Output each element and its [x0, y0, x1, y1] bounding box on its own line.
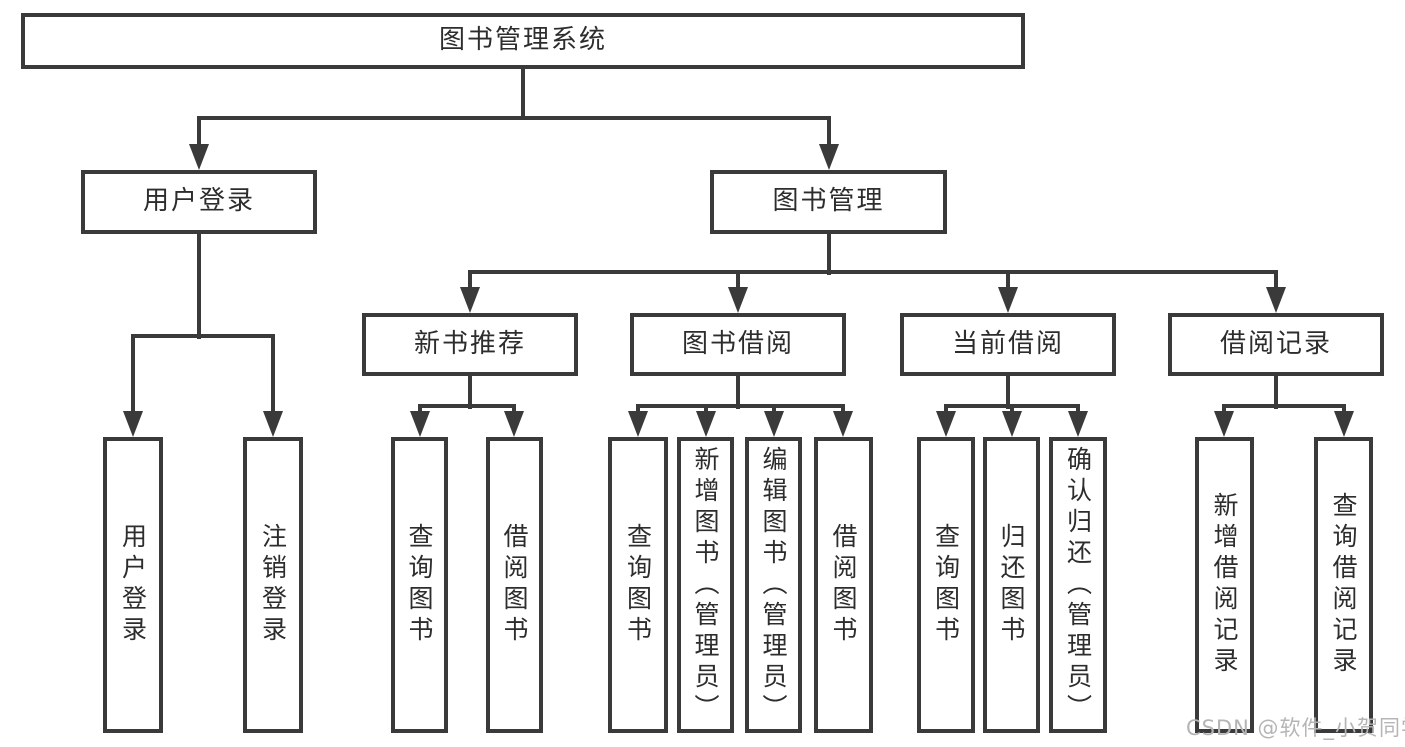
node-edit-book-admin: 编辑图书（管理员）	[745, 437, 802, 733]
connector-line	[1006, 270, 1010, 289]
connector-line	[131, 334, 135, 413]
connector-line	[1274, 270, 1278, 289]
connector-line	[468, 374, 472, 409]
connector-line	[944, 404, 948, 413]
arrow-down-icon	[764, 411, 784, 437]
node-query-books-recommend: 查询图书	[391, 437, 448, 733]
connector-line	[512, 404, 516, 413]
arrow-down-icon	[833, 411, 853, 437]
connector-line	[271, 334, 275, 413]
connector-line	[704, 404, 708, 413]
arrow-down-icon	[1334, 411, 1354, 437]
connector-line	[1342, 404, 1346, 413]
node-label: 归还图书	[997, 523, 1026, 647]
node-label: 查询图书	[931, 523, 961, 647]
node-user-login: 用户登录	[81, 170, 317, 234]
arrow-down-icon	[123, 411, 143, 437]
connector-line	[841, 404, 845, 413]
arrow-down-icon	[410, 411, 430, 437]
arrow-down-icon	[998, 287, 1018, 313]
arrow-down-icon	[263, 411, 283, 437]
arrow-down-icon	[696, 411, 716, 437]
connector-line	[1076, 404, 1080, 413]
node-label: 用户登录	[142, 186, 255, 217]
node-label: 注销登录	[258, 523, 288, 647]
node-label: 借阅图书	[500, 523, 529, 647]
node-label: 图书借阅	[681, 328, 794, 359]
node-book-management: 图书管理	[710, 170, 947, 234]
node-label: 用户登录	[118, 523, 148, 647]
arrow-down-icon	[1214, 411, 1234, 437]
node-book-borrowing: 图书借阅	[630, 313, 846, 376]
node-label: 查询图书	[405, 523, 434, 647]
connector-line	[636, 404, 640, 413]
watermark: CSDN @软件_小贺同学	[1186, 716, 1405, 740]
connector-line	[468, 270, 472, 289]
connector-line	[197, 116, 201, 146]
node-current-borrowing: 当前借阅	[900, 313, 1116, 376]
connector-line	[521, 67, 525, 120]
arrow-down-icon	[189, 144, 209, 170]
connector-line	[1010, 404, 1014, 413]
node-logout: 注销登录	[243, 437, 303, 733]
node-label: 新增借阅记录	[1210, 492, 1239, 678]
arrow-down-icon	[628, 411, 648, 437]
node-label: 确认归还（管理员）	[1063, 445, 1093, 725]
arrow-down-icon	[936, 411, 956, 437]
node-query-borrow-record: 查询借阅记录	[1314, 437, 1373, 733]
node-label: 借阅记录	[1219, 328, 1332, 359]
connector-line	[131, 334, 275, 338]
connector-line	[468, 270, 1278, 274]
connector-line	[1274, 374, 1278, 409]
arrow-down-icon	[728, 287, 748, 313]
node-add-borrow-record: 新增借阅记录	[1195, 437, 1254, 733]
connector-line	[418, 404, 516, 408]
node-add-book-admin: 新增图书（管理员）	[677, 437, 734, 733]
node-new-book-recommend: 新书推荐	[362, 313, 578, 376]
node-query-books-current: 查询图书	[917, 437, 975, 733]
node-query-books-borrowing: 查询图书	[608, 437, 668, 733]
node-label: 查询借阅记录	[1329, 492, 1358, 678]
node-label: 查询图书	[623, 523, 653, 647]
arrow-down-icon	[1068, 411, 1088, 437]
connector-line	[197, 232, 201, 339]
connector-line	[418, 404, 422, 413]
arrow-down-icon	[1002, 411, 1022, 437]
arrow-down-icon	[460, 287, 480, 313]
node-label: 图书管理系统	[438, 25, 607, 56]
node-label: 图书管理	[772, 186, 885, 217]
node-borrow-books-borrowing: 借阅图书	[814, 437, 873, 733]
arrow-down-icon	[504, 411, 524, 437]
connector-line	[1006, 374, 1010, 409]
arrow-down-icon	[1266, 287, 1286, 313]
node-label: 借阅图书	[829, 523, 858, 647]
connector-line	[636, 404, 845, 408]
connector-line	[736, 374, 740, 409]
connector-line	[1222, 404, 1226, 413]
connector-line	[827, 232, 831, 275]
connector-line	[772, 404, 776, 413]
node-return-books: 归还图书	[983, 437, 1040, 733]
node-label: 新书推荐	[413, 328, 526, 359]
node-borrow-books-recommend: 借阅图书	[486, 437, 543, 733]
node-user-login-leaf: 用户登录	[103, 437, 163, 733]
node-confirm-return-admin: 确认归还（管理员）	[1049, 437, 1107, 733]
connector-line	[197, 116, 831, 120]
connector-line	[827, 116, 831, 146]
node-borrowing-records: 借阅记录	[1168, 313, 1384, 376]
connector-line	[1222, 404, 1346, 408]
node-label: 编辑图书（管理员）	[759, 445, 788, 725]
node-label: 当前借阅	[951, 328, 1064, 359]
node-label: 新增图书（管理员）	[691, 445, 720, 725]
connector-line	[736, 270, 740, 289]
node-library-system: 图书管理系统	[21, 13, 1025, 69]
arrow-down-icon	[819, 144, 839, 170]
